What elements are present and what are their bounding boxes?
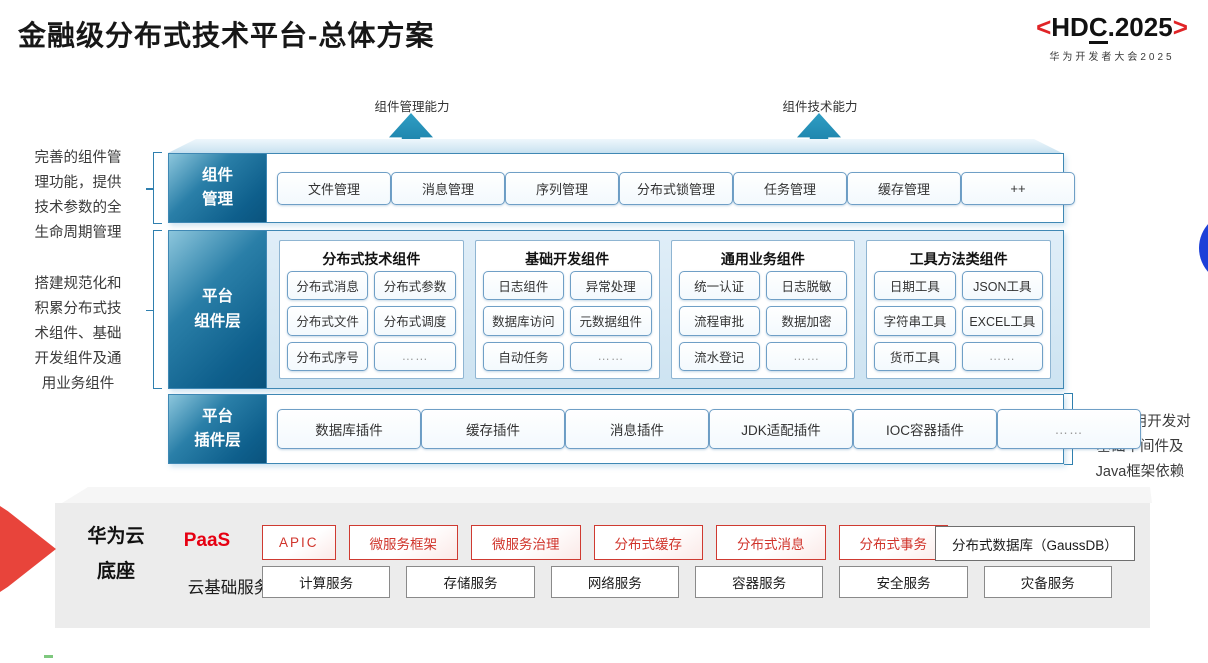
component-chip: 异常处理 (570, 271, 652, 301)
component-chip: JSON工具 (961, 271, 1043, 301)
paas-chip: 微服务治理 (471, 525, 581, 560)
paas-chip: 微服务框架 (348, 525, 459, 560)
note-platform-components: 搭建规范化和 积累分布式技 术组件、基础 开发组件及通 用业务组件 (34, 276, 122, 392)
hdc-logo-text: <HDC.2025> (1036, 12, 1188, 44)
logo-left-angle-icon: < (1036, 12, 1052, 42)
component-chip: 任务管理 (733, 171, 847, 205)
component-chip: 分布式调度 (374, 306, 456, 336)
blue-circle-decoration (1199, 212, 1208, 284)
component-chip: …… (961, 341, 1043, 371)
component-chip: 日志脱敏 (765, 271, 848, 301)
cloud-services: 计算服务存储服务网络服务容器服务安全服务灾备服务 (262, 566, 1112, 598)
paas-label: PaaS (183, 530, 231, 551)
component-chip: 文件管理 (277, 171, 391, 205)
component-chip: 分布式文件 (287, 306, 369, 336)
paas-chip: 分布式缓存 (593, 525, 704, 560)
component-chip: 日志组件 (482, 271, 565, 301)
cloud-services-label: 云基础服务 (187, 579, 271, 597)
left-bracket (146, 152, 162, 224)
left-bracket (146, 230, 162, 389)
layer-label-component-management: 组件 管理 (169, 154, 267, 222)
paas-chip: 分布式消息 (716, 525, 826, 560)
component-chip: 缓存管理 (847, 171, 961, 205)
plugin-chip: 数据库插件 (277, 409, 421, 449)
component-chip: 流水登记 (678, 341, 760, 371)
component-chip: …… (765, 341, 848, 371)
component-chip: 货币工具 (874, 341, 956, 371)
green-mark-artifact (44, 655, 53, 658)
component-chip: ++ (961, 171, 1075, 205)
column-common-business: 通用业务组件 统一认证日志脱敏流程审批数据加密流水登记…… (670, 240, 856, 379)
component-chip: 分布式参数 (374, 271, 456, 301)
component-chip: 自动任务 (482, 341, 565, 371)
cloud-service-chip: 灾备服务 (983, 566, 1112, 598)
layer-label-platform-components: 平台 组件层 (169, 231, 267, 388)
logo-right-angle-icon: > (1172, 12, 1188, 42)
red-arrow-icon (0, 506, 56, 592)
huawei-cloud-foundation (55, 503, 1150, 628)
layer-platform-components: 平台 组件层 分布式技术组件 分布式消息分布式参数分布式文件分布式调度分布式序号… (168, 230, 1064, 389)
note-component-management: 完善的组件管 理功能，提供 技术参数的全 生命周期管理 (34, 150, 122, 241)
cloud-service-chip: 计算服务 (262, 566, 391, 598)
component-chip: 分布式消息 (287, 271, 369, 301)
component-chip: 序列管理 (505, 171, 619, 205)
layer-top-face (168, 139, 1062, 153)
component-chip: …… (374, 341, 456, 371)
component-chip: 元数据组件 (570, 306, 652, 336)
layer-component-management: 组件 管理 文件管理消息管理序列管理分布式锁管理任务管理缓存管理++ (168, 153, 1075, 223)
component-chip: …… (570, 341, 652, 371)
component-chip: 字符串工具 (874, 306, 956, 336)
component-chip: 统一认证 (678, 271, 760, 301)
component-chip: 消息管理 (391, 171, 505, 205)
paas-services: APIC 微服务框架微服务治理分布式缓存分布式消息分布式事务 (262, 525, 949, 560)
component-management-chips: 文件管理消息管理序列管理分布式锁管理任务管理缓存管理++ (267, 154, 1085, 222)
plugin-chip: …… (997, 409, 1141, 449)
foundation-top-face (62, 487, 1152, 503)
gaussdb-chip: 分布式数据库（GaussDB） (935, 526, 1135, 561)
paas-chip: 分布式事务 (838, 525, 949, 560)
column-header: 工具方法类组件 (909, 250, 1008, 267)
plugin-chip: IOC容器插件 (853, 409, 997, 449)
column-distributed-tech: 分布式技术组件 分布式消息分布式参数分布式文件分布式调度分布式序号…… (279, 240, 464, 379)
component-chip: 分布式序号 (287, 341, 369, 371)
plugin-chip: 消息插件 (565, 409, 709, 449)
paas-chip: APIC (262, 525, 336, 560)
cloud-service-chip: 存储服务 (406, 566, 535, 598)
cloud-service-chip: 容器服务 (694, 566, 824, 598)
column-header: 分布式技术组件 (322, 250, 421, 267)
component-chip: 数据加密 (765, 306, 848, 336)
hdc-logo: <HDC.2025> 华为开发者大会2025 (1024, 12, 1200, 63)
foundation-label: 华为云 底座 (87, 526, 145, 582)
capability-label-management: 组件管理能力 (374, 100, 450, 114)
hdc-logo-subtitle: 华为开发者大会2025 (1049, 52, 1175, 63)
capability-label-technology: 组件技术能力 (782, 100, 858, 114)
platform-component-columns: 分布式技术组件 分布式消息分布式参数分布式文件分布式调度分布式序号…… 基础开发… (267, 231, 1063, 388)
component-chip: 分布式锁管理 (619, 171, 733, 205)
cloud-service-chip: 网络服务 (550, 566, 679, 598)
plugin-chip: 缓存插件 (421, 409, 565, 449)
column-header: 通用业务组件 (720, 250, 805, 267)
column-basic-dev: 基础开发组件 日志组件异常处理数据库访问元数据组件自动任务…… (474, 240, 660, 379)
plugin-chip: JDK适配插件 (709, 409, 853, 449)
component-chip: 流程审批 (678, 306, 760, 336)
component-chip: 数据库访问 (482, 306, 565, 336)
page-title: 金融级分布式技术平台-总体方案 (18, 20, 435, 51)
cloud-service-chip: 安全服务 (839, 566, 968, 598)
column-header: 基础开发组件 (525, 250, 610, 267)
component-chip: 日期工具 (874, 271, 956, 301)
component-chip: EXCEL工具 (961, 306, 1043, 336)
layer-label-platform-plugins: 平台 插件层 (169, 395, 267, 463)
